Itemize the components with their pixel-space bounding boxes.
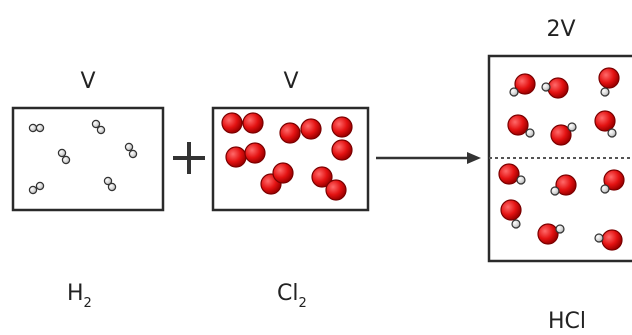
h2-molecule	[103, 176, 117, 192]
chlorine-atom	[221, 112, 243, 134]
hydrogen-atom	[541, 82, 551, 92]
product-formula: HCl	[548, 309, 586, 334]
cl2-molecule	[225, 142, 266, 168]
hydrogen-atom	[509, 87, 519, 97]
hcl-molecule	[541, 77, 569, 99]
hcl-molecule	[594, 110, 617, 138]
hcl-molecule	[509, 73, 536, 97]
hydrogen-formula: H2	[67, 281, 92, 311]
chlorine-atom	[547, 77, 569, 99]
hcl-molecule	[500, 199, 522, 229]
hydrogen-atom	[61, 155, 71, 165]
chlorine-atom	[272, 162, 294, 184]
hydrogen-atom	[35, 123, 45, 133]
chlorine-volume-label: V	[283, 69, 298, 94]
chlorine-atom	[331, 139, 353, 161]
chlorine-atom	[500, 199, 522, 221]
hydrogen-atom	[28, 185, 38, 195]
h2-molecule	[124, 142, 138, 159]
hydrogen-atom	[550, 186, 560, 196]
hydrogen-volume-label: V	[80, 69, 95, 94]
cl2-molecule	[311, 166, 347, 201]
h2-molecule	[28, 181, 45, 195]
product-volume-label: 2V	[546, 17, 575, 42]
hydrogen-atom	[91, 119, 101, 129]
chlorine-atom	[325, 179, 347, 201]
chlorine-atom	[601, 229, 623, 251]
hydrogen-container	[11, 106, 165, 212]
hcl-molecule	[600, 169, 625, 194]
hcl-molecule	[537, 223, 565, 245]
hydrogen-atom	[103, 176, 113, 186]
hydrogen-atom	[567, 122, 577, 132]
cl2-molecule	[221, 112, 264, 134]
hydrogen-atom	[600, 184, 610, 194]
chlorine-formula: Cl2	[277, 281, 307, 311]
hcl-molecule	[507, 114, 535, 138]
chlorine-atom	[498, 163, 520, 185]
cl2-molecule	[331, 116, 353, 161]
hydrogen-atom	[96, 125, 106, 135]
hydrogen-atom	[607, 128, 617, 138]
chlorine-atom	[507, 114, 529, 136]
reaction-arrow-icon	[376, 152, 481, 164]
cl2-molecule	[279, 118, 322, 144]
hydrogen-atom	[35, 181, 45, 191]
hydrogen-atom	[511, 219, 521, 229]
plus-icon	[173, 142, 205, 174]
chlorine-atom	[598, 67, 620, 89]
chlorine-atom	[311, 166, 333, 188]
chlorine-atom	[550, 124, 572, 146]
hydrogen-atom	[128, 149, 138, 159]
chlorine-atom	[279, 122, 301, 144]
chlorine-atom	[537, 223, 559, 245]
hydrogen-atom	[594, 233, 604, 243]
chlorine-atom	[242, 112, 264, 134]
cl2-molecule	[260, 162, 294, 195]
chlorine-atom	[244, 142, 266, 164]
hcl-molecule	[550, 174, 577, 196]
hydrogen-atom	[600, 87, 610, 97]
hcl-molecule	[550, 122, 577, 146]
hydrogen-atom	[525, 128, 535, 138]
chlorine-atom	[594, 110, 616, 132]
hydrogen-atom	[107, 182, 117, 192]
hydrogen-atom	[516, 175, 526, 185]
chlorine-atom	[603, 169, 625, 191]
h2-molecule	[57, 148, 71, 165]
chlorine-atom	[331, 116, 353, 138]
hydrogen-atom	[555, 224, 565, 234]
hydrogen-atom	[57, 148, 67, 158]
hydrogen-atom	[124, 142, 134, 152]
chlorine-atom	[225, 146, 247, 168]
chlorine-atom	[514, 73, 536, 95]
h2-molecule	[28, 123, 45, 133]
hcl-molecule	[598, 67, 620, 97]
chlorine-atom	[300, 118, 322, 140]
hcl-molecule	[498, 163, 526, 185]
chlorine-atom	[555, 174, 577, 196]
hcl-molecule	[594, 229, 623, 251]
h2-molecule	[91, 119, 106, 135]
hydrogen-atom	[28, 123, 38, 133]
